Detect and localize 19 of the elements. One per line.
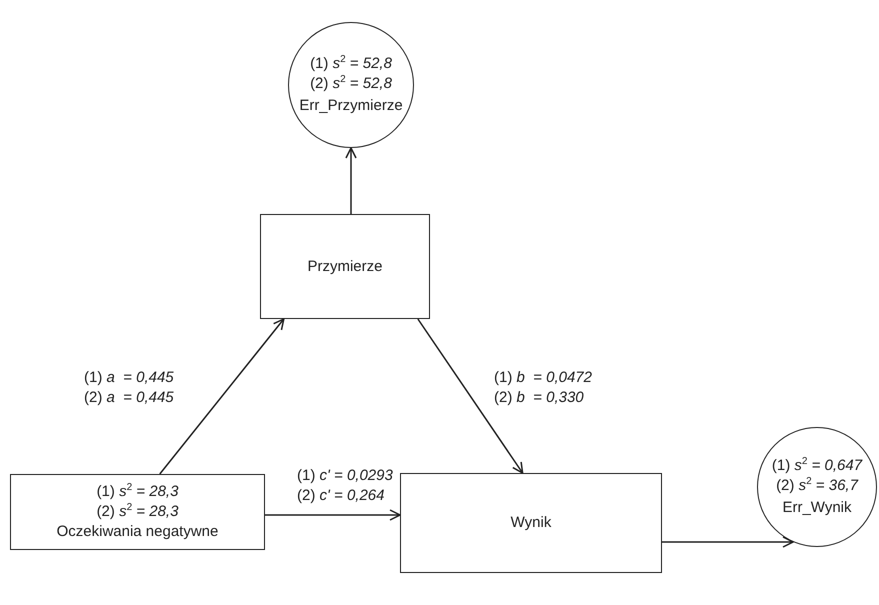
variable-box [400,473,662,573]
arrow [265,509,401,521]
arrow [345,147,357,214]
variable-box [10,474,265,550]
variable-name: Oczekiwania negatywne [56,522,218,542]
variable-name: Wynik [510,513,552,533]
arrow [662,536,794,548]
arrow [159,318,285,474]
variable-name: Err_Wynik [782,498,852,518]
variance-value: (2) s$^{2}$ = 28,3 [96,502,178,522]
variance-value: (1) s$^{2}$ = 52,8 [310,54,392,74]
variable-name: Przymierze [307,256,382,276]
variance-value: (2) s$^{2}$ = 52,8 [310,74,392,94]
variance-value: (1) s$^{2}$ = 28,3 [96,482,178,502]
variable-box [260,214,430,319]
arrow [417,318,524,474]
variable-name: Err_Przymierze [299,96,403,116]
variance-value: (1) s$^{2}$ = 0,647 [772,456,862,476]
variance-value: (2) s$^{2}$ = 36,7 [776,476,858,496]
